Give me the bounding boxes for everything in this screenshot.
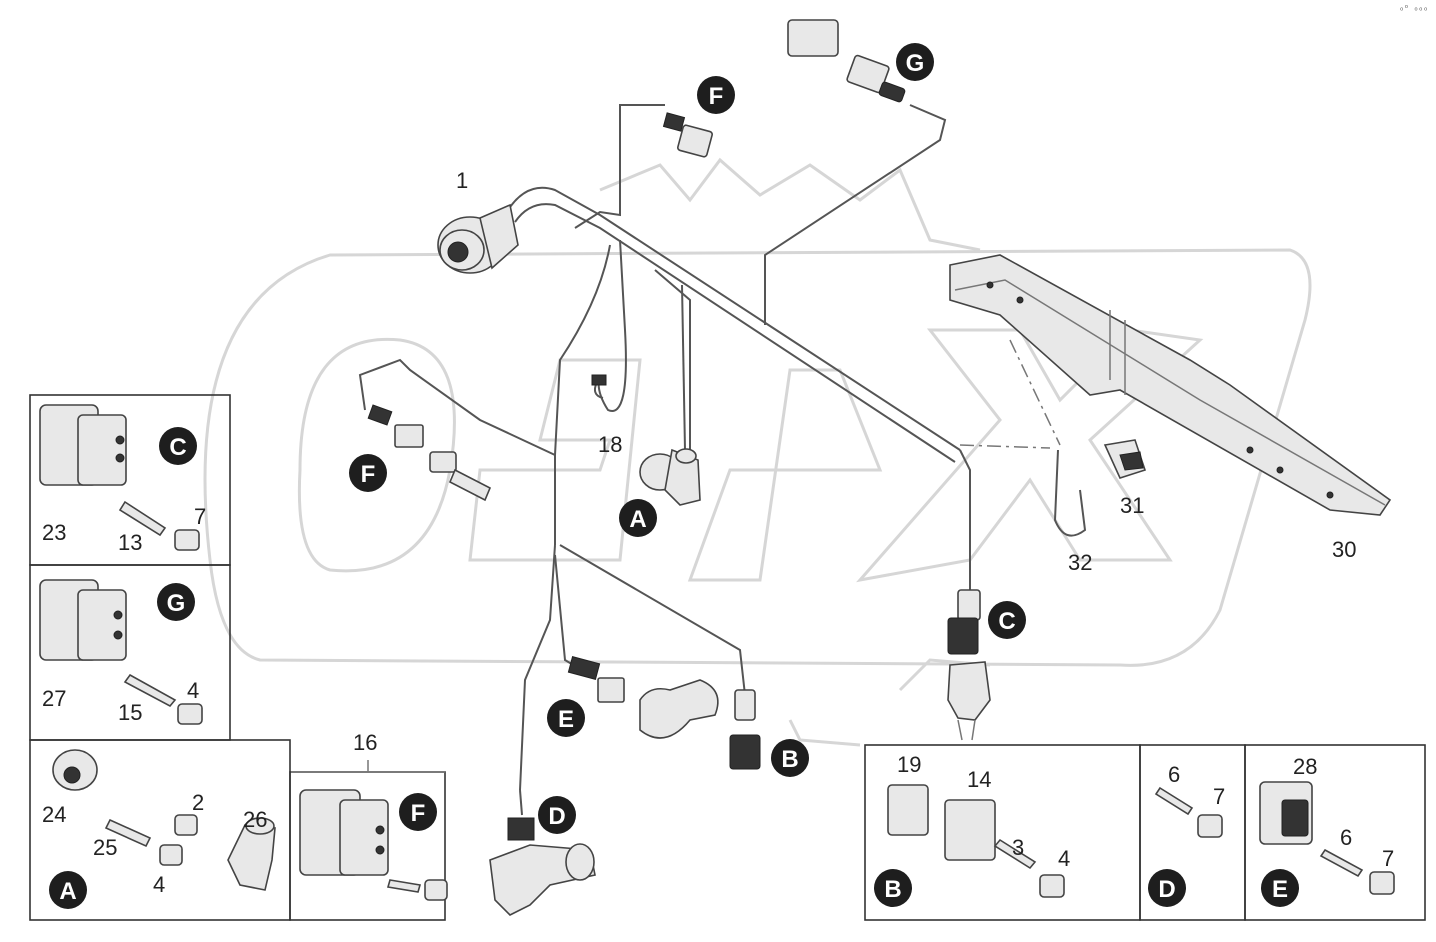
badge-a-panel: A (49, 871, 87, 909)
connector-f-left (367, 404, 492, 502)
badge-f-panel: F (399, 793, 437, 831)
label-7-c: 7 (194, 504, 206, 529)
mounting-rail-30 (949, 254, 1392, 516)
label-32: 32 (1068, 550, 1092, 575)
panel-a-parts (52, 749, 276, 891)
svg-text:D: D (548, 803, 565, 830)
panel-g-parts (39, 579, 203, 725)
connector-18 (591, 374, 607, 399)
badge-b-panel: B (874, 869, 912, 907)
sensor-a (639, 448, 701, 506)
svg-text:F: F (411, 800, 426, 827)
panel-c-parts (39, 404, 200, 551)
svg-text:G: G (906, 50, 925, 77)
watermark (203, 157, 1312, 747)
label-30: 30 (1332, 537, 1356, 562)
label-16: 16 (353, 730, 377, 755)
label-1: 1 (456, 168, 468, 193)
badge-d-panel: D (1148, 869, 1186, 907)
label-19: 19 (897, 752, 921, 777)
svg-text:E: E (558, 706, 574, 733)
svg-text:B: B (781, 746, 798, 773)
panel-b-parts (887, 784, 1065, 898)
badge-g-panel: G (157, 583, 195, 621)
inset-panels-right (864, 744, 1426, 921)
label-2: 2 (192, 790, 204, 815)
panel-d-parts (1154, 786, 1223, 838)
badge-f-top: F (697, 76, 735, 114)
badge-a-center: A (619, 499, 657, 537)
connector-f-top (662, 112, 713, 158)
connector-c-right (947, 589, 991, 741)
panel-e-parts (1259, 781, 1395, 895)
svg-text:D: D (1158, 876, 1175, 903)
svg-text:F: F (361, 461, 376, 488)
label-13: 13 (118, 530, 142, 555)
inset-panels-left (29, 394, 446, 921)
clip-31 (1103, 439, 1147, 479)
svg-text:G: G (167, 590, 186, 617)
label-23: 23 (42, 520, 66, 545)
badge-c-right: C (988, 601, 1026, 639)
badge-d-center: D (538, 796, 576, 834)
badge-b-center: B (771, 739, 809, 777)
label-28: 28 (1293, 754, 1317, 779)
connector-d (489, 789, 596, 916)
svg-text:A: A (59, 878, 76, 905)
connector-g-top (787, 19, 906, 103)
svg-text:A: A (629, 506, 646, 533)
label-6-e: 6 (1340, 825, 1352, 850)
label-4-b: 4 (1058, 846, 1070, 871)
connector-b (729, 689, 761, 770)
badge-e-center: E (547, 699, 585, 737)
callout-badges: G F C F A G C E B D F A B D E (49, 43, 1299, 909)
label-3: 3 (1012, 835, 1024, 860)
label-24: 24 (42, 802, 66, 827)
svg-text:F: F (709, 83, 724, 110)
svg-text:C: C (169, 434, 186, 461)
label-4-a: 4 (153, 872, 165, 897)
hook-32 (1053, 449, 1087, 537)
label-6-d: 6 (1168, 762, 1180, 787)
badge-g-top: G (896, 43, 934, 81)
badge-f-left: F (349, 454, 387, 492)
badge-e-panel: E (1261, 869, 1299, 907)
connector-e (567, 656, 719, 739)
label-15: 15 (118, 700, 142, 725)
label-27: 27 (42, 686, 66, 711)
label-25: 25 (93, 835, 117, 860)
label-31: 31 (1120, 493, 1144, 518)
svg-text:B: B (884, 876, 901, 903)
harness-wires (358, 104, 1061, 791)
label-7-e: 7 (1382, 846, 1394, 871)
label-4-g: 4 (187, 678, 199, 703)
svg-text:C: C (998, 608, 1015, 635)
svg-text:E: E (1272, 876, 1288, 903)
label-14: 14 (967, 767, 991, 792)
corner-mark: ₒᵒ ₒₒₒ (1399, 4, 1428, 13)
label-18: 18 (598, 432, 622, 457)
label-7-d: 7 (1213, 784, 1225, 809)
label-26: 26 (243, 807, 267, 832)
part-numbers: 1 18 31 32 30 23 13 7 27 15 4 24 25 2 4 … (42, 168, 1394, 897)
panel-f-parts (299, 789, 448, 901)
round-connector-1 (437, 203, 519, 274)
badge-c-panel: C (159, 427, 197, 465)
